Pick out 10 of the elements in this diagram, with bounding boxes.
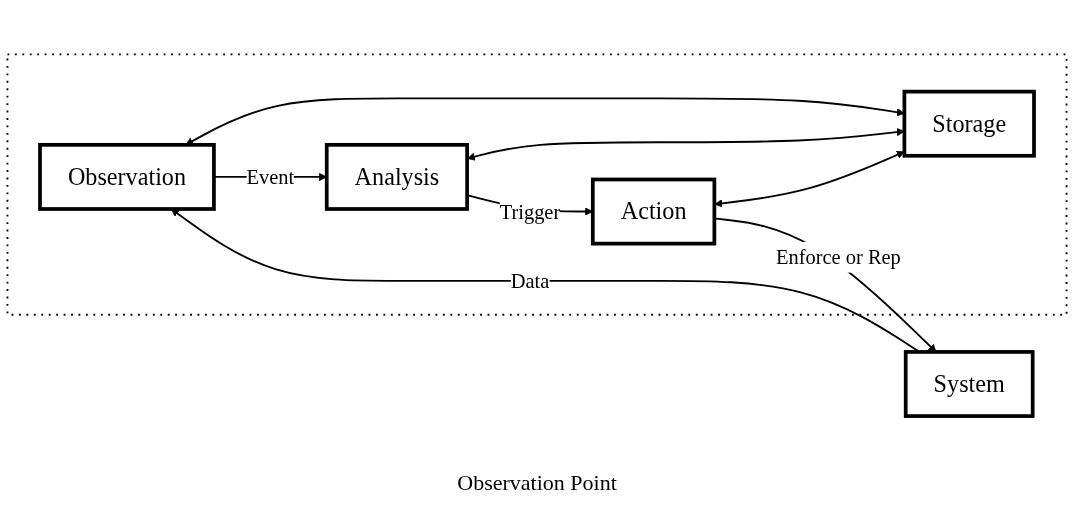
node-box: Storage xyxy=(902,89,1036,158)
node-box: System xyxy=(903,349,1035,418)
node-box: Observation xyxy=(38,142,216,211)
note-text: Observation Point xyxy=(457,470,617,496)
edge-label: Trigger xyxy=(499,199,561,223)
node-box: Action xyxy=(590,177,717,246)
edge-label: Data xyxy=(510,268,550,293)
edge-label: Enforce or Rep xyxy=(775,245,901,269)
edge-label: Event xyxy=(246,165,295,189)
node-box: Analysis xyxy=(324,142,469,211)
